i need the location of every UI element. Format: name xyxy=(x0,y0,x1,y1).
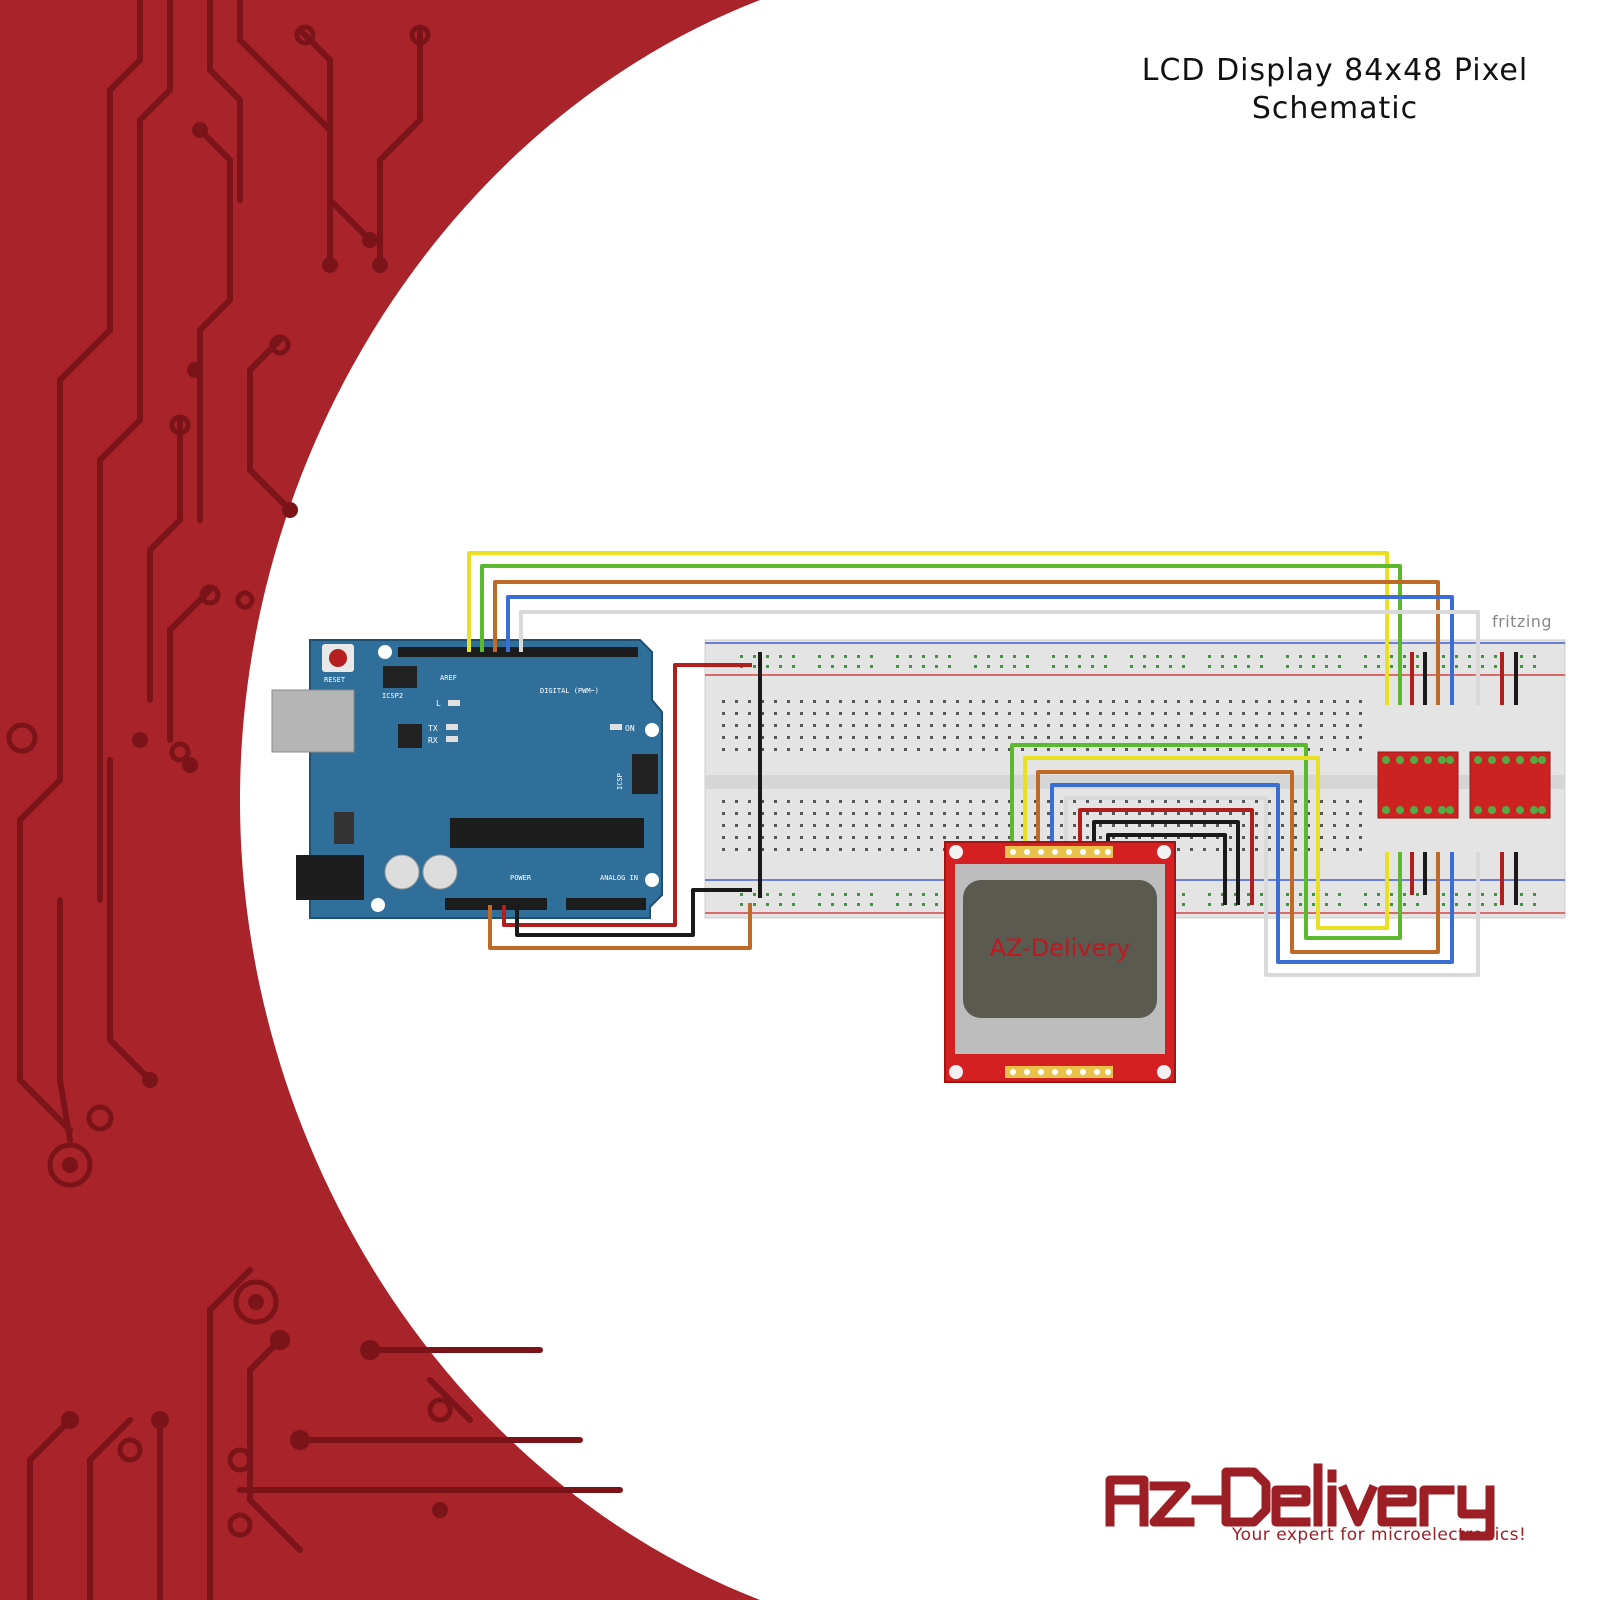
wire-brown-lcd xyxy=(1036,770,1440,954)
rail-jumpers xyxy=(758,652,1518,905)
svg-text:RX: RX xyxy=(428,736,438,745)
lcd-module: AZ-Delivery xyxy=(944,841,1176,1083)
logic-level-converter-2 xyxy=(1469,751,1551,819)
wire-red-power xyxy=(502,663,752,927)
digital-header-right xyxy=(538,647,638,657)
svg-text:RESET: RESET xyxy=(324,676,346,684)
wire-green-lcd xyxy=(1010,743,1402,940)
brand-tagline: Your expert for microelectronics! xyxy=(1232,1525,1527,1545)
title-line-1: LCD Display 84x48 Pixel xyxy=(1141,53,1529,88)
wire-red-lcd xyxy=(1078,808,1254,905)
wire-yellow-top xyxy=(467,551,1389,705)
svg-text:DIGITAL (PWM~): DIGITAL (PWM~) xyxy=(540,687,599,695)
power-jack xyxy=(296,855,364,900)
svg-text:L: L xyxy=(436,699,441,708)
circuit-rings xyxy=(6,24,453,1538)
svg-text:ICSP2: ICSP2 xyxy=(382,692,403,700)
svg-text:POWER: POWER xyxy=(510,874,532,882)
arduino-uno-board: RESET ICSP2 AREF DIGITAL (PWM~) L TX RX … xyxy=(271,639,663,919)
wires-power xyxy=(488,663,752,950)
wires-top xyxy=(467,551,1480,705)
usb-port xyxy=(271,689,355,753)
logic-level-converter-1 xyxy=(1377,751,1459,819)
wire-black-lcd xyxy=(1092,820,1240,905)
diagram-title: LCD Display 84x48 Pixel Schematic xyxy=(1120,52,1550,128)
wire-brown-top xyxy=(493,580,1440,705)
svg-text:ICSP: ICSP xyxy=(616,773,624,790)
wire-blue-lcd xyxy=(1050,783,1454,964)
wire-blue-top xyxy=(506,595,1454,705)
analog-header xyxy=(566,898,646,910)
svg-text:AREF: AREF xyxy=(440,674,457,682)
lcd-screen-text: AZ-Delivery xyxy=(990,934,1131,962)
svg-text:TX: TX xyxy=(428,724,438,733)
wire-orange-power xyxy=(488,903,752,950)
wire-black-power xyxy=(515,888,752,937)
icsp-header xyxy=(632,754,658,794)
circuit-traces xyxy=(17,0,623,1600)
breadboard xyxy=(704,639,1566,919)
title-line-2: Schematic xyxy=(1251,91,1419,126)
circuit-pads xyxy=(61,122,448,1518)
wire-white-top xyxy=(519,610,1480,705)
svg-text:ANALOG IN: ANALOG IN xyxy=(600,874,638,882)
atmega-chip xyxy=(450,818,644,848)
az-delivery-logo xyxy=(1105,1463,1495,1541)
voltage-regulator xyxy=(334,812,354,844)
usb-chip xyxy=(398,724,422,748)
wire-yellow-lcd xyxy=(1023,756,1389,930)
icsp2-header xyxy=(383,666,417,688)
power-header xyxy=(445,898,547,910)
fritzing-watermark: fritzing xyxy=(1492,612,1553,631)
wire-green-top xyxy=(480,564,1402,705)
svg-text:ON: ON xyxy=(625,724,635,733)
red-background-shape xyxy=(0,0,760,1600)
wire-white-lcd xyxy=(1064,796,1480,977)
